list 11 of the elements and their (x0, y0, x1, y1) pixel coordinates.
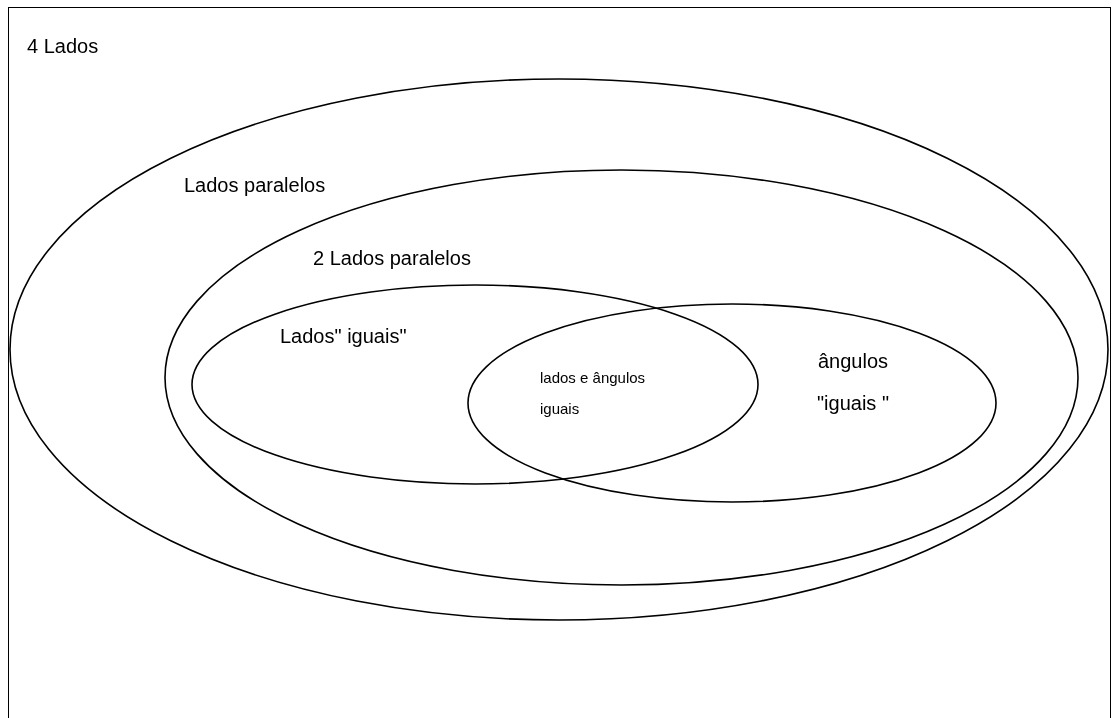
set-label: 2 Lados paralelos (313, 246, 471, 271)
set-label: ângulos "iguais " (816, 349, 890, 416)
set-frame (8, 7, 1111, 718)
set-label: Lados paralelos (184, 173, 326, 198)
set-label: 4 Lados (27, 34, 99, 59)
set-ellipse (9, 78, 1109, 621)
intersection-label: lados e ângulos iguais (540, 368, 647, 419)
set-ellipse (164, 169, 1079, 586)
set-ellipse (467, 303, 997, 503)
set-ellipse (191, 284, 759, 485)
set-label: Lados" iguais" (280, 324, 407, 349)
